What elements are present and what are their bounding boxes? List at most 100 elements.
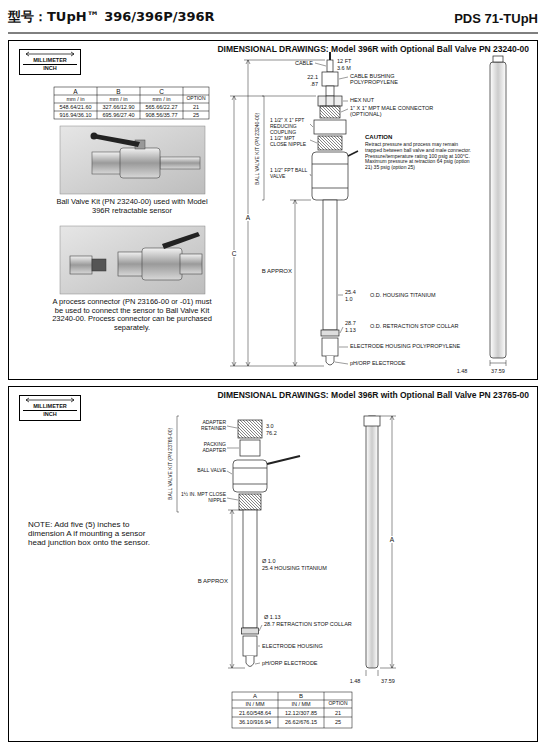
sensor-396r-23765 bbox=[238, 420, 262, 438]
leader-lines bbox=[341, 109, 348, 112]
panel-heading: DIMENSIONAL DRAWINGS: Model 396R with Op… bbox=[217, 390, 529, 400]
table-grid bbox=[54, 103, 209, 104]
callout-label: 908.56/35.77 bbox=[140, 112, 183, 118]
sensor-396r bbox=[326, 356, 334, 365]
sensor-396r bbox=[318, 136, 342, 150]
callout-label: B APPROX bbox=[186, 578, 228, 585]
table-grid bbox=[54, 87, 209, 119]
dimension-letter: A bbox=[386, 536, 398, 543]
dimension-lines bbox=[380, 668, 396, 669]
callout-label: ELECTRODE HOUSING bbox=[262, 643, 352, 649]
photo-ball-valve bbox=[91, 133, 98, 140]
callout-label: 548.64/21.60 bbox=[54, 104, 97, 110]
sensor-396r bbox=[326, 96, 327, 106]
callout-label: Ø 1.13 bbox=[264, 614, 304, 620]
callout-label: 26.62/676.15 bbox=[278, 719, 324, 725]
callout-label: 1½ IN. MPT CLOSE NIPPLE bbox=[180, 492, 226, 504]
photo-process-connector bbox=[60, 226, 205, 294]
sensor-396r bbox=[321, 330, 339, 336]
callout-label: 36.10/916.94 bbox=[232, 719, 278, 725]
panel-heading: DIMENSIONAL DRAWINGS: Model 396R with Op… bbox=[217, 44, 529, 54]
callout-label: 76.2 bbox=[266, 430, 290, 436]
callout-label: 1 1/2" MPT CLOSE NIPPLE bbox=[270, 136, 310, 148]
callout-label: 1.48 bbox=[444, 368, 480, 374]
sensor-396r bbox=[314, 120, 346, 134]
table-grid bbox=[183, 87, 184, 119]
sensor-rod-side bbox=[366, 416, 378, 668]
unit-legend-box: MILLIMETERINCH bbox=[19, 395, 81, 421]
sensor-396r-23765 bbox=[267, 456, 300, 464]
bracket-label: BALL VALVE KIT (PN 23240-00) bbox=[255, 97, 261, 201]
dimension-lines bbox=[228, 668, 245, 669]
dimension-lines bbox=[230, 366, 324, 367]
sensor-396r bbox=[312, 152, 348, 200]
bracket-label: BALL VALVE KIT (PN 23765-00) bbox=[168, 412, 174, 516]
leader-lines bbox=[315, 63, 326, 66]
sensor-396r bbox=[334, 96, 335, 106]
callout-label: pH/ORP ELECTRODE bbox=[350, 360, 440, 366]
dimension-lines bbox=[262, 96, 264, 200]
sensor-rod-side bbox=[490, 56, 506, 366]
sensor-396r-23765 bbox=[233, 468, 267, 469]
callout-label: 1 1/2" X 1" FPT REDUCING COUPLING bbox=[270, 118, 310, 135]
callout-label: O.D. RETRACTION STOP COLLAR bbox=[370, 323, 480, 329]
dimension-lines bbox=[295, 200, 296, 366]
sensor-396r-23765 bbox=[243, 510, 257, 628]
callout-label: 28.7 RETRACTION STOP COLLAR bbox=[264, 621, 384, 627]
table-grid bbox=[54, 87, 352, 728]
callout-label: 21 bbox=[324, 710, 352, 716]
unit-name: MILLIMETER bbox=[23, 57, 77, 64]
unit-name: INCH bbox=[23, 410, 77, 418]
drawing-panel: DIMENSIONAL DRAWINGS: Model 396R with Op… bbox=[8, 40, 538, 380]
callout-label: 1" X 1" MPT MALE CONNECTOR (OPTIONAL) bbox=[350, 105, 450, 118]
leader-lines bbox=[339, 77, 348, 79]
table-grid bbox=[140, 87, 141, 119]
caption-text: PDS 71-TUpH bbox=[380, 12, 538, 27]
sensor-396r-23765 bbox=[233, 460, 267, 492]
unit-name: INCH bbox=[23, 64, 77, 72]
dimension-lines bbox=[366, 670, 367, 676]
dimension-arrow bbox=[25, 397, 75, 403]
dimension-lines bbox=[230, 96, 316, 97]
caption-text: NOTE: Add five (5) inches to dimension A… bbox=[28, 520, 158, 548]
callout-label: 1.13 bbox=[345, 327, 370, 333]
photo-ball-valve bbox=[60, 126, 205, 194]
leader-lines bbox=[255, 663, 260, 664]
dimension-letter: A bbox=[242, 214, 254, 221]
callout-label: 25 bbox=[183, 112, 209, 118]
callout-label: PACKING ADAPTER bbox=[186, 442, 226, 454]
dimension-arrow bbox=[26, 398, 74, 402]
sensor-396r-23765 bbox=[240, 440, 260, 456]
callout-label: 916.94/36.10 bbox=[54, 112, 97, 118]
page-title: 型号：TUpH™ 396/396P/396R bbox=[8, 10, 215, 25]
callout-label: ADAPTER RETAINER bbox=[186, 420, 226, 432]
sensor-396r bbox=[322, 338, 338, 356]
sensor-396r-23765 bbox=[239, 494, 261, 510]
photo-process-connector bbox=[142, 248, 182, 280]
callout-label: 12 FT bbox=[337, 58, 367, 64]
leader-lines bbox=[339, 347, 348, 348]
caption-text: Ball Valve Kit (PN 23240-00) used with M… bbox=[52, 198, 212, 215]
callout-label: 565.66/22.27 bbox=[140, 104, 183, 110]
callout-label: B bbox=[97, 88, 140, 95]
sensor-396r bbox=[318, 96, 342, 106]
dimension-lines bbox=[248, 60, 249, 366]
caption-text: A process connector (PN 23166-00 or -01)… bbox=[52, 298, 212, 333]
dimension-lines bbox=[380, 416, 396, 417]
callout-label: ELECTRODE HOUSING POLYPROPYLENE bbox=[350, 343, 480, 349]
callout-label: B bbox=[278, 693, 324, 700]
callout-label: IN / MM bbox=[232, 701, 278, 707]
callout-label: mm / in bbox=[54, 96, 97, 102]
unit-legend-box: MILLIMETERINCH bbox=[19, 49, 81, 75]
callout-label: 28.7 bbox=[345, 320, 370, 326]
callout-label: 3.0 bbox=[266, 423, 290, 429]
photo-process-connector bbox=[70, 256, 92, 274]
photo-ball-valve bbox=[92, 152, 122, 174]
callout-label: OPTION bbox=[324, 701, 352, 707]
callout-label: mm / in bbox=[140, 96, 183, 102]
sensor-396r bbox=[312, 188, 348, 189]
dimension-lines bbox=[290, 200, 311, 201]
sensor-rod-side bbox=[364, 416, 380, 668]
photo-process-connector bbox=[162, 232, 200, 249]
dimension-lines bbox=[232, 60, 297, 366]
